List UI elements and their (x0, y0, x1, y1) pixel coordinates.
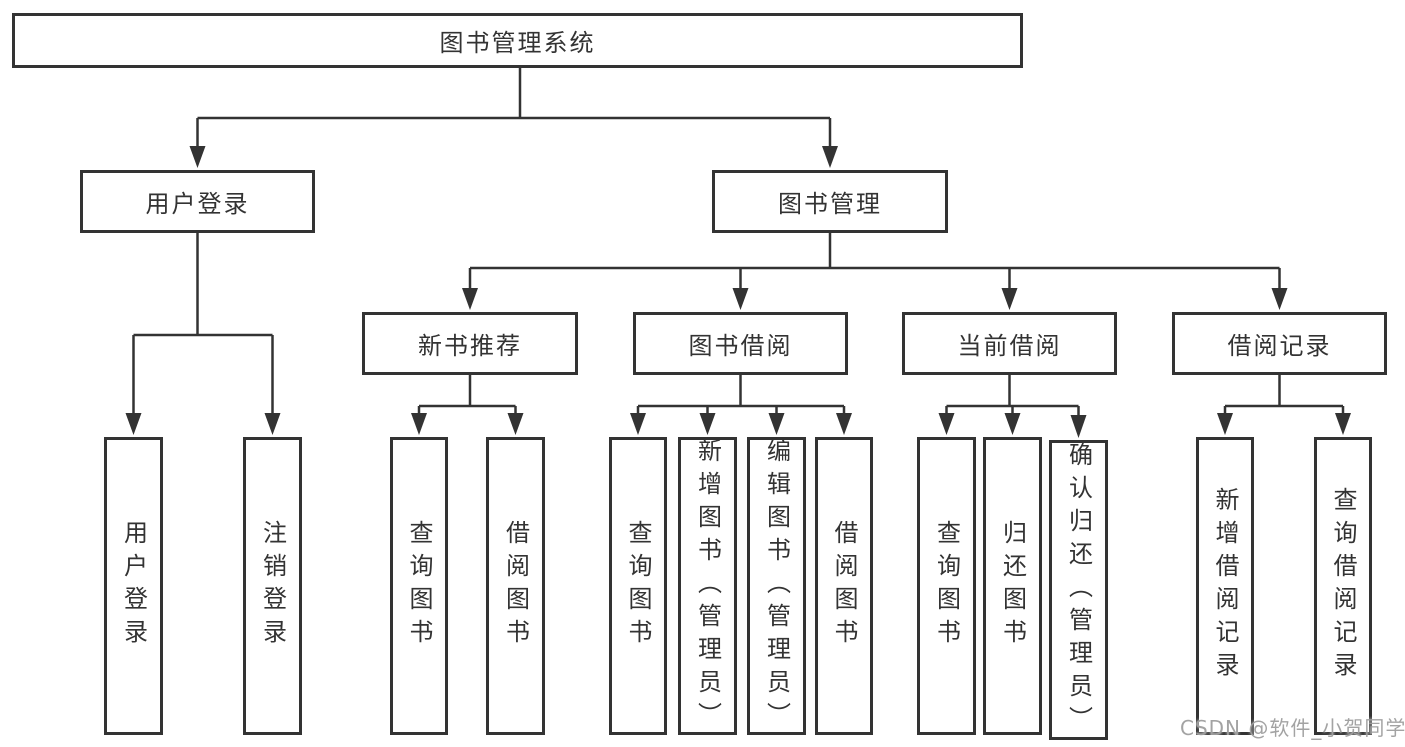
node-user-login-label: 用户登录 (145, 190, 250, 218)
node-book-management-label: 图书管理 (778, 190, 882, 218)
leaf-add-books-admin-label: 新增图书（管理员） (693, 437, 722, 735)
leaf-add-borrow-record: 新增借阅记录 (1196, 437, 1254, 735)
leaf-logout: 注销登录 (243, 437, 302, 735)
leaf-query-books-current: 查询图书 (917, 437, 976, 735)
leaf-add-borrow-record-label: 新增借阅记录 (1211, 487, 1239, 685)
node-new-book-recommend: 新书推荐 (362, 312, 578, 375)
node-library-system-label: 图书管理系统 (439, 29, 596, 57)
leaf-query-books-borrow-label: 查询图书 (624, 520, 652, 652)
watermark: CSDN @软件_小贺同学 (1180, 716, 1405, 740)
leaf-query-books-current-label: 查询图书 (932, 520, 961, 652)
leaf-query-books-recommend-label: 查询图书 (405, 520, 433, 652)
leaf-edit-books-admin-label: 编辑图书（管理员） (762, 437, 791, 735)
node-book-management: 图书管理 (712, 170, 948, 233)
node-library-system: 图书管理系统 (12, 13, 1023, 68)
leaf-borrow-books-label: 借阅图书 (830, 520, 858, 652)
leaf-logout-label: 注销登录 (258, 520, 287, 652)
leaf-user-login-label: 用户登录 (119, 520, 148, 652)
node-new-book-recommend-label: 新书推荐 (418, 332, 522, 360)
node-book-borrow-label: 图书借阅 (688, 332, 793, 360)
node-current-borrow: 当前借阅 (902, 312, 1117, 375)
node-borrow-records: 借阅记录 (1172, 312, 1387, 375)
leaf-query-books-recommend: 查询图书 (390, 437, 448, 735)
node-book-borrow: 图书借阅 (633, 312, 848, 375)
leaf-query-borrow-record-label: 查询借阅记录 (1329, 487, 1357, 685)
leaf-add-books-admin: 新增图书（管理员） (678, 437, 737, 735)
leaf-return-books: 归还图书 (983, 437, 1042, 735)
leaf-edit-books-admin: 编辑图书（管理员） (747, 437, 806, 735)
leaf-borrow-books: 借阅图书 (815, 437, 873, 735)
leaf-query-borrow-record: 查询借阅记录 (1314, 437, 1372, 735)
node-current-borrow-label: 当前借阅 (957, 332, 1062, 360)
leaf-return-books-label: 归还图书 (998, 520, 1027, 652)
leaf-user-login: 用户登录 (104, 437, 163, 735)
leaf-confirm-return-admin: 确认归还（管理员） (1049, 440, 1108, 740)
leaf-borrow-books-recommend-label: 借阅图书 (501, 520, 530, 652)
node-borrow-records-label: 借阅记录 (1227, 332, 1332, 360)
node-user-login: 用户登录 (80, 170, 315, 233)
leaf-confirm-return-admin-label: 确认归还（管理员） (1064, 441, 1093, 739)
leaf-query-books-borrow: 查询图书 (609, 437, 667, 735)
leaf-borrow-books-recommend: 借阅图书 (486, 437, 545, 735)
